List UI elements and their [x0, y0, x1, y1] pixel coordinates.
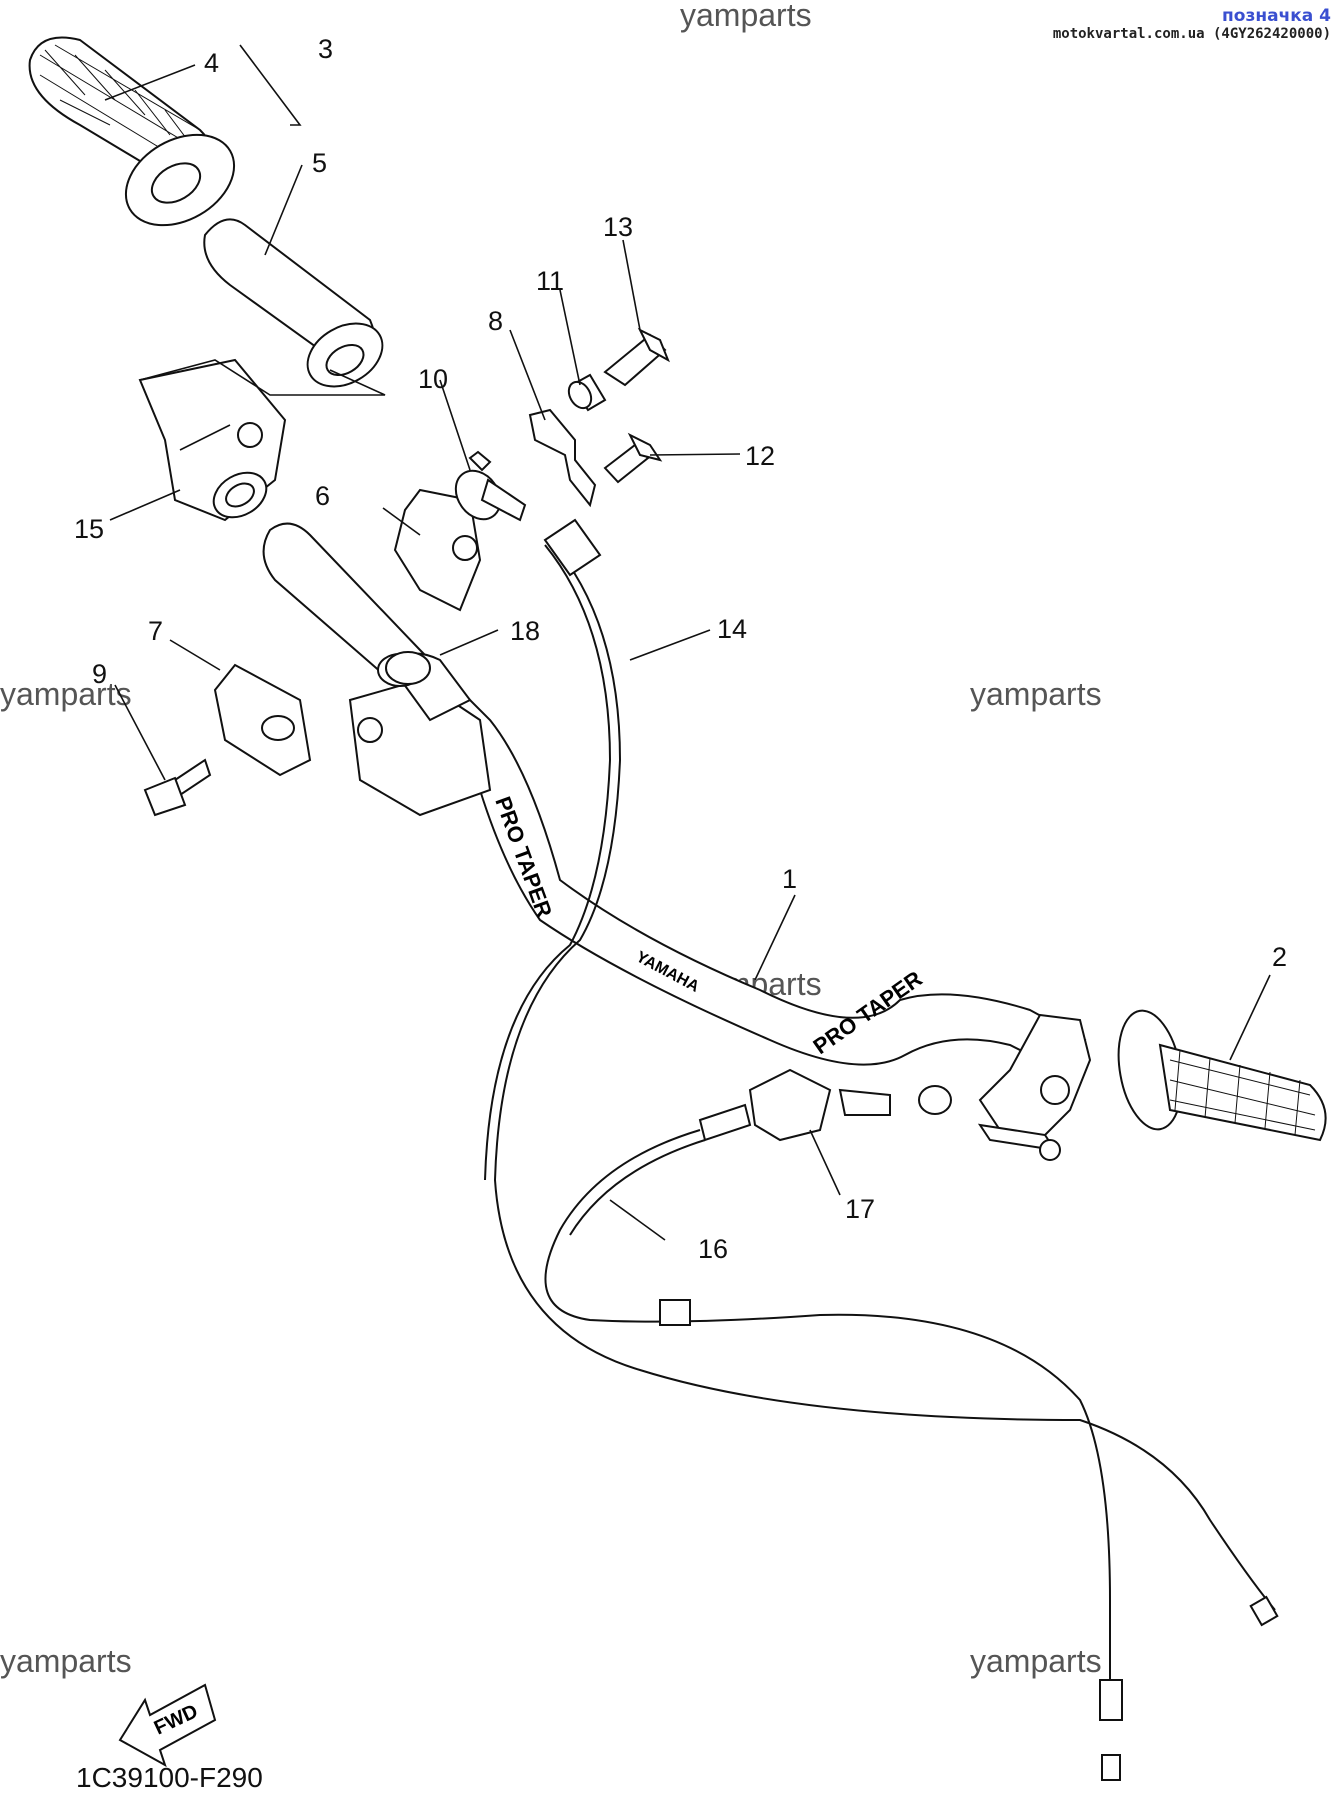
right-grip: [1117, 1009, 1327, 1142]
clamp-upper: [393, 488, 482, 612]
collar-18: [385, 651, 431, 685]
throttle-tube: [203, 218, 384, 388]
throttle-cable: [493, 539, 1276, 1611]
callout-13: 13: [603, 212, 633, 242]
diagram-code: 1C39100-F290: [76, 1762, 263, 1793]
clutch-cable: [544, 1129, 1111, 1720]
callout-1: 1: [782, 864, 797, 894]
collar-11: [567, 373, 607, 412]
throttle-cable-end: [543, 518, 602, 577]
callout-17: 17: [845, 1194, 875, 1224]
cable-tip-lower: [1101, 1754, 1121, 1781]
screw-12: [603, 432, 663, 484]
source-label: motokvartal.com.ua (4GY262420000): [1052, 26, 1331, 42]
callout-18: 18: [510, 616, 540, 646]
callout-6: 6: [315, 481, 330, 511]
screw-13: [603, 327, 670, 387]
header-link[interactable]: позначка 4 motokvartal.com.ua (4GY262420…: [1053, 6, 1331, 42]
callout-8: 8: [488, 306, 503, 336]
watermark-bottom-right: yamparts: [970, 1643, 1102, 1679]
throttle-housing: [138, 358, 287, 522]
callout-14: 14: [717, 614, 747, 644]
clutch-adjuster: [698, 1068, 952, 1142]
right-lever-perch: [977, 1013, 1092, 1161]
bolt-9: [143, 758, 212, 817]
cable-tip-right: [1249, 1595, 1279, 1627]
watermark-left: yamparts: [0, 676, 132, 712]
cable-end-lower: [1099, 1679, 1123, 1721]
callout-5: 5: [312, 148, 327, 178]
callout-4: 4: [204, 48, 219, 78]
callout-11: 11: [536, 266, 564, 296]
callout-10: 10: [418, 364, 448, 394]
adjuster-10: [454, 450, 527, 522]
badge-label[interactable]: позначка 4: [1222, 6, 1331, 26]
callout-12: 12: [745, 441, 775, 471]
housing-leader-frame: [139, 359, 386, 396]
callout-15: 15: [74, 514, 104, 544]
cable-plate: [528, 408, 597, 508]
cable-fitting: [659, 1299, 691, 1326]
watermark-right: yamparts: [970, 676, 1102, 712]
callout-7: 7: [148, 616, 163, 646]
clamp-lower: [213, 663, 312, 777]
watermark-bottom-left: yamparts: [0, 1643, 132, 1679]
watermark-top: yamparts: [680, 0, 812, 33]
leader-lines: [104, 44, 1271, 1241]
handlebar: PRO TAPER YAMAHA PRO TAPER: [262, 522, 1087, 1077]
callout-16: 16: [698, 1234, 728, 1264]
fwd-arrow: FWD: [118, 1683, 217, 1768]
callout-labels: 1 2 3 4 5 6 7 8 9 10 11 12 13 14 15 16 1…: [74, 34, 1287, 1264]
callout-3: 3: [318, 34, 333, 64]
callout-2: 2: [1272, 942, 1287, 972]
callout-9: 9: [92, 659, 107, 689]
